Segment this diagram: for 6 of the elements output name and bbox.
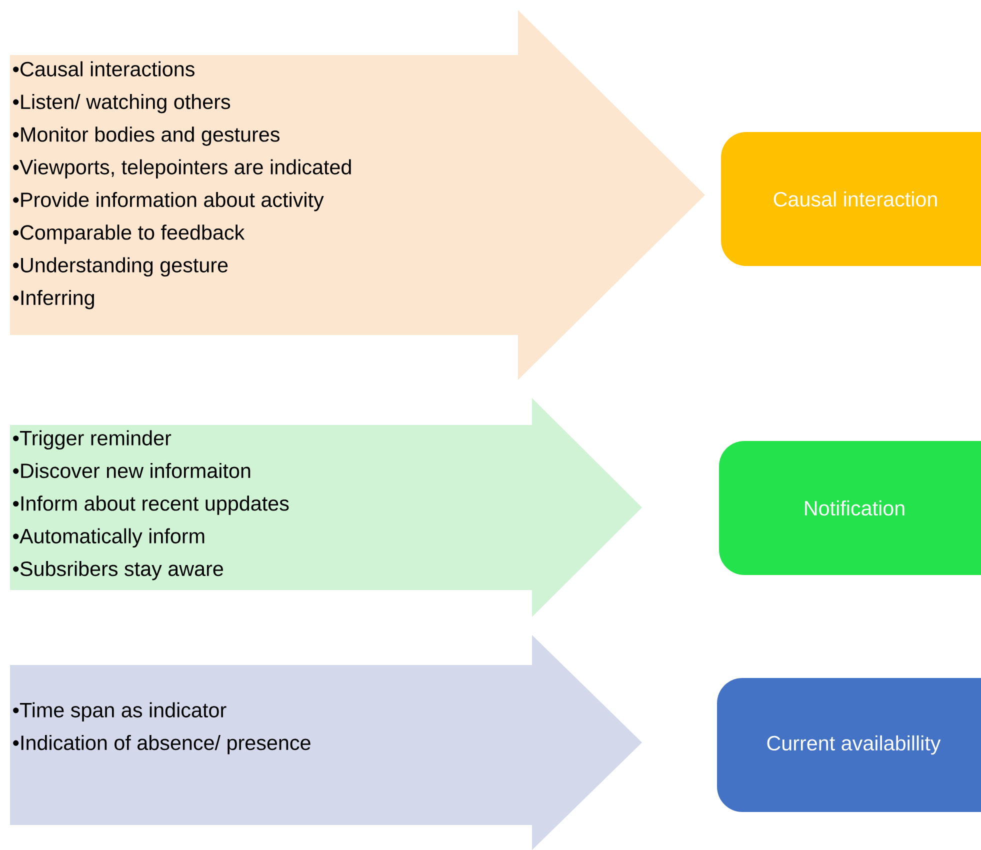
label-box: Current availabillity bbox=[717, 678, 981, 812]
callout-panel: •Causal interactions •Listen/ watching others •Monitor bodies and gestures •Viewports, telepointers are indicated •Provide information about activity •Comparable to feedback •Understanding gesture •Inferring bbox=[10, 10, 705, 380]
label-box: Causal interaction bbox=[721, 132, 981, 266]
label-box: Notification bbox=[719, 441, 981, 575]
callout-panel: •Time span as indicator •Indication of absence/ presence bbox=[10, 635, 642, 850]
callout-panel: •Trigger reminder •Discover new informaiton •Inform about recent uppdates •Automatically inform •Subsribers stay aware bbox=[10, 398, 642, 617]
